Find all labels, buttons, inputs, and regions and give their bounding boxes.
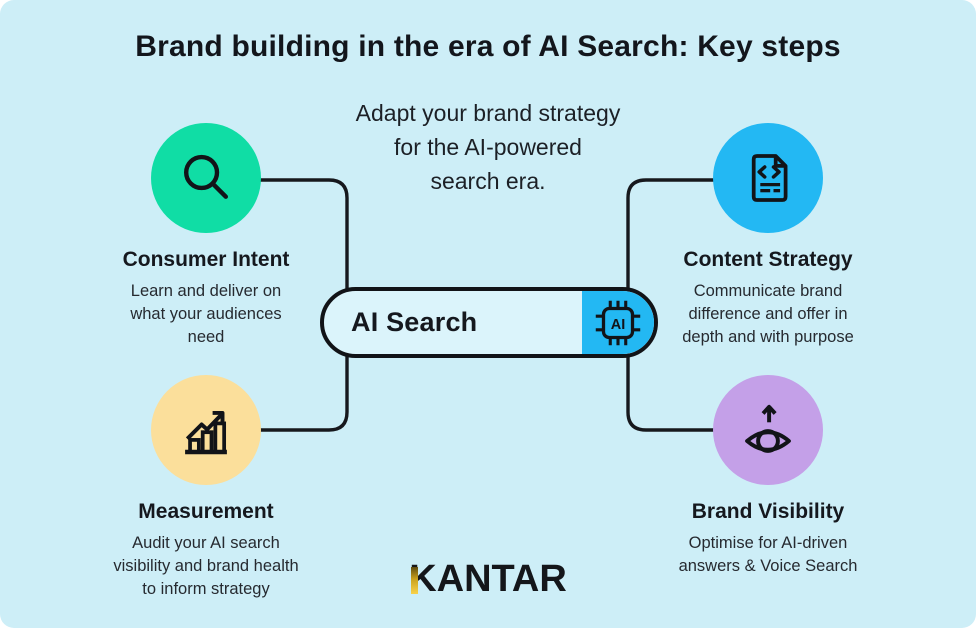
content-strategy-circle xyxy=(713,123,823,233)
page-title: Brand building in the era of AI Search: … xyxy=(135,30,841,63)
ai-search-label: AI Search xyxy=(351,307,478,337)
step-title: Brand Visibility xyxy=(691,500,845,523)
eye-arrow-icon xyxy=(745,404,791,453)
kantar-wordmark: KANTAR xyxy=(409,558,567,600)
consumer-intent-circle xyxy=(151,123,261,233)
measurement-text: Measurement Audit your AI search visibil… xyxy=(56,500,356,601)
step-description: Learn and deliver on what your audiences… xyxy=(130,282,282,346)
kantar-logo: KANTAR xyxy=(0,559,976,599)
brand-visibility-text: Brand Visibility Optimise for AI-driven … xyxy=(618,500,918,578)
brand-visibility-circle xyxy=(713,375,823,485)
consumer-intent-text: Consumer Intent Learn and deliver on wha… xyxy=(56,248,356,349)
step-description: Audit your AI search visibility and bran… xyxy=(113,534,299,598)
subtitle: Adapt your brand strategy for the AI-pow… xyxy=(355,100,621,194)
connector-bottom-left xyxy=(259,356,349,432)
chip-panel: AI xyxy=(582,291,654,354)
ai-chip-icon: AI xyxy=(595,300,641,345)
bar-chart-arrow-icon xyxy=(185,410,227,455)
step-description: Communicate brand difference and offer i… xyxy=(682,282,854,346)
step-title: Consumer Intent xyxy=(122,248,290,271)
measurement-circle xyxy=(151,375,261,485)
step-title: Content Strategy xyxy=(683,248,853,271)
magnifier-icon xyxy=(184,154,228,199)
connector-top-left xyxy=(259,178,349,289)
connector-top-right xyxy=(626,178,717,289)
code-document-icon xyxy=(751,154,788,202)
step-description: Optimise for AI-driven answers & Voice S… xyxy=(678,534,858,575)
svg-text:AI: AI xyxy=(611,316,626,332)
kantar-gold-k-stem xyxy=(411,567,419,594)
connector-bottom-right xyxy=(626,356,717,432)
ai-search-pill: AI Search AI xyxy=(320,287,658,358)
content-strategy-text: Content Strategy Communicate brand diffe… xyxy=(618,248,918,349)
step-title: Measurement xyxy=(138,500,274,523)
